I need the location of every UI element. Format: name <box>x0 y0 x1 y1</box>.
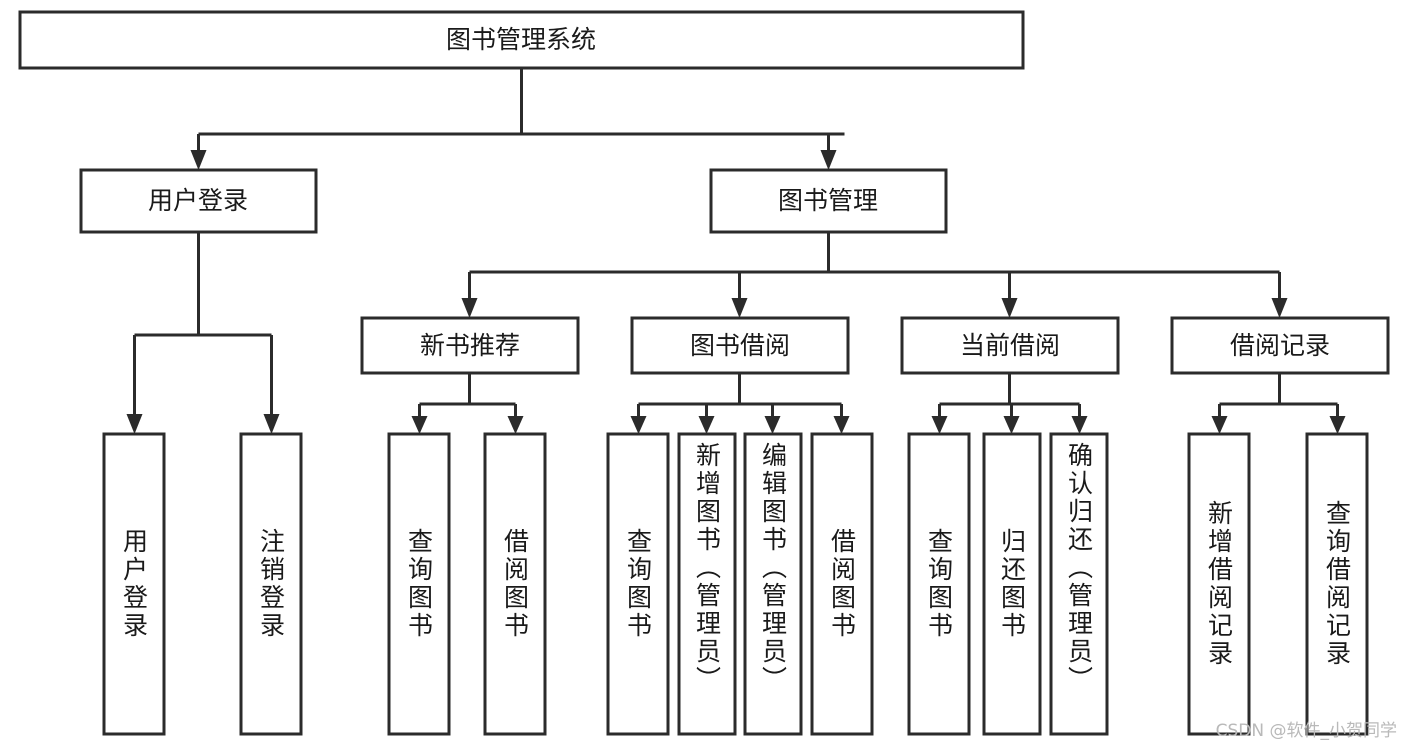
edge-group-userlogin-to-leaves <box>126 232 280 434</box>
node-user-login-label: 用户登录 <box>148 186 248 215</box>
node-leaf-add-book-box[interactable] <box>677 432 737 736</box>
node-leaf-user-login-box[interactable] <box>102 432 166 736</box>
node-root[interactable]: 图书管理系统 <box>18 10 1025 70</box>
arrow-head-icon <box>1001 298 1018 318</box>
node-root-box[interactable] <box>18 10 1025 70</box>
node-borrow-records-label: 借阅记录 <box>1230 331 1330 360</box>
node-book-borrow[interactable]: 图书借阅 <box>630 316 850 375</box>
arrow-head-icon <box>1271 298 1288 318</box>
arrow-head-icon <box>630 416 647 434</box>
edge-group-current-to-leaves <box>931 373 1088 434</box>
node-borrow-records-box[interactable] <box>1170 316 1390 375</box>
arrow-head-icon <box>507 416 524 434</box>
node-root-label: 图书管理系统 <box>446 25 596 54</box>
node-current-borrow-box[interactable] <box>900 316 1120 375</box>
node-leaf-return-book-box[interactable] <box>982 432 1042 736</box>
arrow-head-icon <box>461 298 478 318</box>
arrow-head-icon <box>764 416 781 434</box>
node-book-borrow-label: 图书借阅 <box>690 331 790 360</box>
node-book-management-label: 图书管理 <box>778 186 878 215</box>
node-book-borrow-box[interactable] <box>630 316 850 375</box>
node-book-management[interactable]: 图书管理 <box>709 168 948 234</box>
arrow-head-icon <box>1003 416 1020 434</box>
node-book-management-box[interactable] <box>709 168 948 234</box>
arrow-head-icon <box>263 414 280 434</box>
arrow-head-icon <box>411 416 428 434</box>
arrow-head-icon <box>1211 416 1228 434</box>
node-leaf-confirm-return-box[interactable] <box>1049 432 1109 736</box>
arrow-head-icon <box>190 150 207 170</box>
watermark-text: CSDN @软件_小贺同学 <box>1215 721 1397 741</box>
node-user-login-box[interactable] <box>79 168 318 234</box>
arrow-head-icon <box>833 416 850 434</box>
node-leaf-borrow-book-2-box[interactable] <box>810 432 874 736</box>
node-borrow-records[interactable]: 借阅记录 <box>1170 316 1390 375</box>
node-leaf-query-book-1-box[interactable] <box>387 432 451 736</box>
node-leaf-query-book-3-box[interactable] <box>907 432 971 736</box>
arrow-head-icon <box>820 150 837 170</box>
arrow-head-icon <box>931 416 948 434</box>
edge-group-root-to-level1 <box>190 68 845 170</box>
edge-group-bookmgmt-to-level2 <box>461 232 1288 318</box>
node-leaf-query-record-box[interactable] <box>1305 432 1369 736</box>
node-leaf-add-record-box[interactable] <box>1187 432 1251 736</box>
arrow-head-icon <box>126 414 143 434</box>
node-leaf-query-book-2-box[interactable] <box>606 432 670 736</box>
node-leaf-logout-box[interactable] <box>239 432 303 736</box>
node-new-book-recommend[interactable]: 新书推荐 <box>360 316 580 375</box>
node-user-login[interactable]: 用户登录 <box>79 168 318 234</box>
arrow-head-icon <box>1071 416 1088 434</box>
node-leaf-borrow-book-1-box[interactable] <box>483 432 547 736</box>
edge-group-borrow-to-leaves <box>630 373 850 434</box>
node-new-book-recommend-label: 新书推荐 <box>420 331 520 360</box>
arrow-head-icon <box>1329 416 1346 434</box>
node-current-borrow-label: 当前借阅 <box>960 331 1060 360</box>
node-current-borrow[interactable]: 当前借阅 <box>900 316 1120 375</box>
arrow-head-icon <box>698 416 715 434</box>
edge-group-records-to-leaves <box>1211 373 1346 434</box>
edge-group-newbooks-to-leaves <box>411 373 524 434</box>
node-leaf-edit-book-box[interactable] <box>743 432 803 736</box>
node-new-book-recommend-box[interactable] <box>360 316 580 375</box>
arrow-head-icon <box>731 298 748 318</box>
